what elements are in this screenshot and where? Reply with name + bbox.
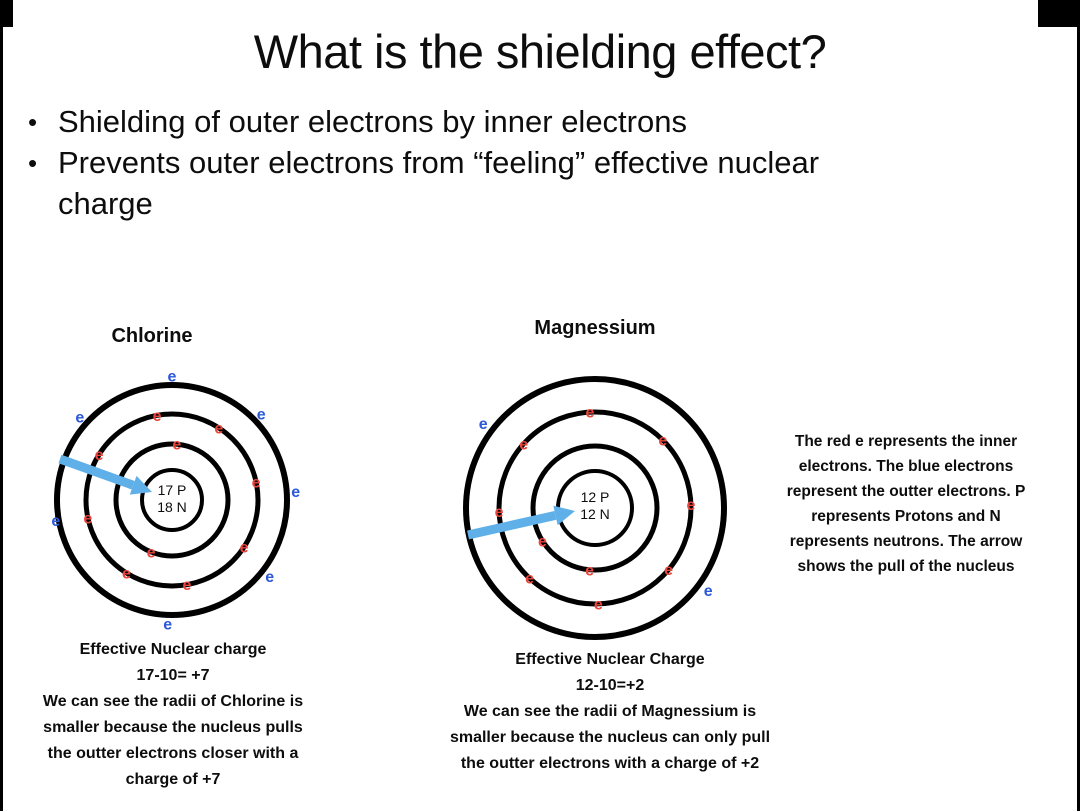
- nucleus-pull-arrow-head: [129, 475, 152, 495]
- caption-magnessium: Effective Nuclear Charge 12-10=+2 We can…: [449, 651, 771, 772]
- outer-electron-label: e: [75, 410, 84, 427]
- bullet-dot-icon: •: [28, 107, 38, 137]
- electron-shell-ring: [140, 468, 204, 532]
- inner-electron-label: e: [172, 437, 181, 454]
- slide-frame-left-edge: [0, 0, 3, 811]
- nucleus-pull-arrow: [58, 454, 135, 490]
- nucleus-label-chlorine: 17 P 18 N: [157, 482, 187, 515]
- outer-electron-label: e: [51, 513, 60, 530]
- outer-electron-label: e: [265, 569, 274, 586]
- electron-shell-ring: [83, 411, 261, 589]
- legend-text: The red e represents the inner electrons…: [786, 433, 1026, 575]
- inner-electron-label: e: [252, 475, 261, 492]
- slide-frame-top-left-corner: [0, 0, 13, 27]
- inner-electron-label: e: [147, 544, 156, 561]
- inner-electron-label: e: [525, 571, 534, 588]
- nucleus-pull-arrow-head: [553, 505, 575, 526]
- electron-shell-ring: [113, 441, 231, 559]
- inner-electron-label: e: [153, 408, 162, 425]
- outer-electron-label: e: [168, 369, 177, 386]
- electron-shell-ring: [463, 376, 727, 640]
- slide-frame-right-edge: [1077, 0, 1080, 811]
- inner-electron-label: e: [538, 533, 547, 550]
- inner-electron-label: e: [95, 447, 104, 464]
- inner-electron-label: e: [519, 436, 528, 453]
- outer-electron-label: e: [291, 484, 300, 501]
- nucleus-label-magnessium: 12 P 12 N: [580, 489, 610, 522]
- bullet-item: • Prevents outer electrons from “feeling…: [28, 143, 828, 225]
- inner-electron-label: e: [240, 539, 249, 556]
- bullet-list: • Shielding of outer electrons by inner …: [28, 102, 828, 225]
- atom-label-chlorine: Chlorine: [111, 325, 193, 347]
- inner-electron-label: e: [664, 562, 673, 579]
- slide-frame-top-right-corner: [1038, 0, 1080, 27]
- nucleus-pull-arrow: [467, 510, 557, 540]
- inner-electron-label: e: [586, 405, 595, 422]
- electron-shell-ring: [496, 409, 694, 607]
- inner-electron-label: e: [182, 577, 191, 594]
- outer-electron-label: e: [257, 406, 266, 423]
- electron-shell-ring: [54, 382, 290, 618]
- bullet-item: • Shielding of outer electrons by inner …: [28, 102, 828, 143]
- inner-electron-label: e: [686, 497, 695, 514]
- inner-electron-label: e: [594, 596, 603, 613]
- bullet-text: Prevents outer electrons from “feeling” …: [58, 144, 820, 221]
- atom-label-magnessium: Magnessium: [534, 317, 656, 339]
- caption-chlorine: Effective Nuclear charge 17-10= +7 We ca…: [42, 641, 304, 788]
- inner-electron-label: e: [658, 433, 667, 450]
- inner-electron-label: e: [495, 504, 504, 521]
- outer-electron-label: e: [479, 416, 488, 433]
- inner-electron-label: e: [122, 565, 131, 582]
- inner-electron-label: e: [585, 562, 594, 579]
- outer-electron-label: e: [704, 583, 713, 600]
- bullet-text: Shielding of outer electrons by inner el…: [58, 104, 687, 139]
- slide-title: What is the shielding effect?: [253, 25, 827, 78]
- inner-electron-label: e: [83, 510, 92, 527]
- outer-electron-label: e: [163, 616, 172, 633]
- electron-shell-ring: [530, 443, 660, 573]
- inner-electron-label: e: [214, 420, 223, 437]
- bullet-dot-icon: •: [28, 147, 38, 178]
